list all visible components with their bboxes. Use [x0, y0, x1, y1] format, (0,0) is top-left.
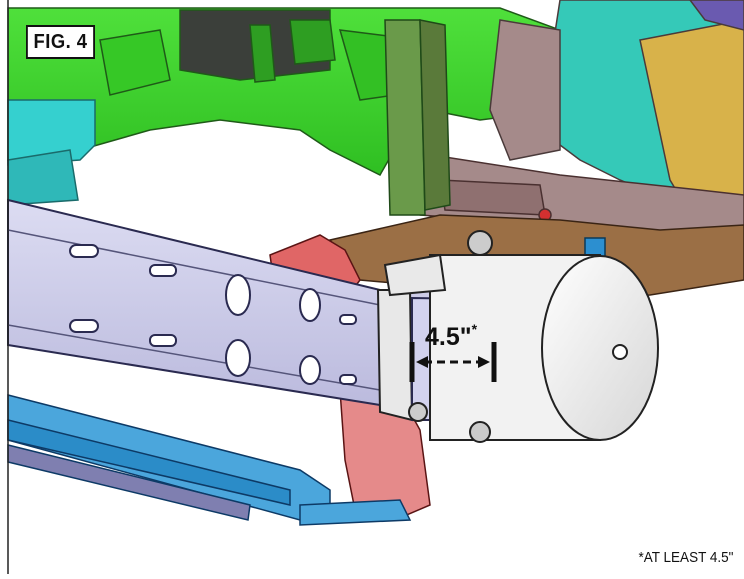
vertical-post [384, 19, 451, 216]
figure-label-text: FIG. 4 [33, 30, 88, 53]
footnote: *AT LEAST 4.5" [638, 549, 733, 566]
blue-lower-rail [7, 394, 412, 526]
dimension-label: 4.5"* [425, 321, 478, 352]
upper-right-structure [489, 0, 744, 231]
dimension-asterisk: * [471, 321, 478, 337]
dimension-value: 4.5" [425, 323, 472, 351]
figure-label: FIG. 4 [26, 25, 95, 59]
cyan-panel [7, 99, 96, 206]
white-cylinder [383, 230, 659, 443]
dimension-marker [409, 342, 497, 382]
